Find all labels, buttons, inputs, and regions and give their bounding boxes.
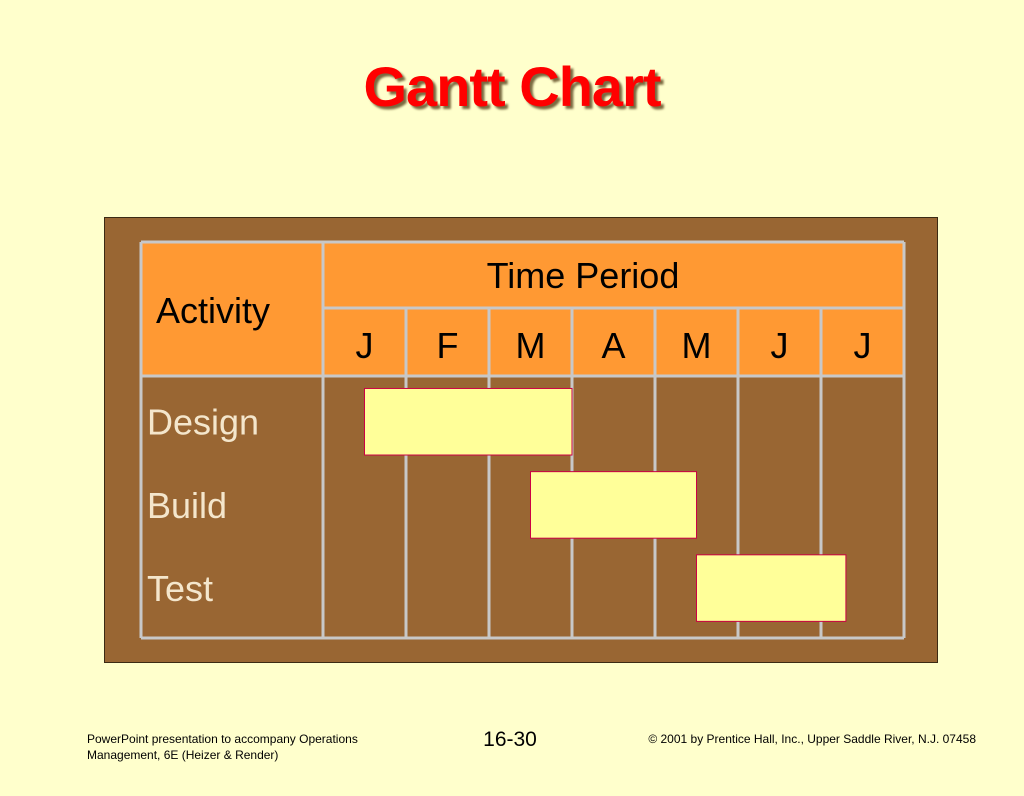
period-label: A (601, 325, 625, 366)
task-bar (696, 554, 847, 622)
period-label: J (771, 325, 789, 366)
page-number: 16-30 (483, 728, 537, 751)
period-label: F (437, 325, 459, 366)
footer-source: PowerPoint presentation to accompany Ope… (87, 731, 387, 763)
gantt-chart: Activity Time Period J F M A M J J DesignBuild… (139, 240, 906, 640)
period-label: M (682, 325, 712, 366)
time-period-header: Time Period (487, 255, 680, 296)
period-label: M (516, 325, 546, 366)
period-label: J (356, 325, 374, 366)
footer-source-line2: Management, 6E (Heizer & Render) (87, 748, 279, 762)
slide-title: Gantt Chart (363, 55, 662, 118)
task-label: Design (147, 402, 259, 443)
activity-header: Activity (156, 290, 270, 331)
period-label: J (854, 325, 872, 366)
task-bar (530, 471, 697, 539)
task-bar (364, 387, 573, 456)
task-label: Test (147, 568, 213, 609)
task-label: Build (147, 485, 227, 526)
footer-copyright: © 2001 by Prentice Hall, Inc., Upper Sad… (648, 732, 976, 746)
footer-source-line1: PowerPoint presentation to accompany Ope… (87, 732, 358, 746)
